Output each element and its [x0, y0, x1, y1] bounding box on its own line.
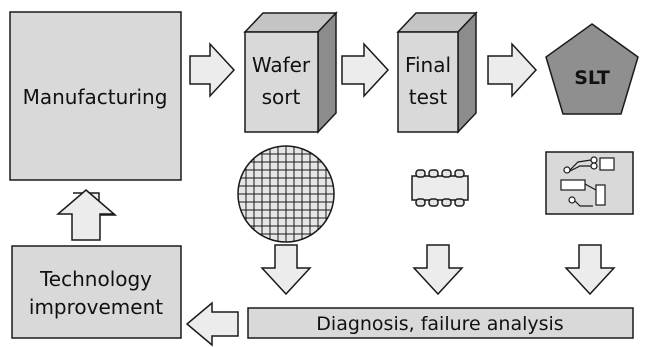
- arrow-up-technology: [55, 189, 117, 241]
- circuit-board-icon: [545, 151, 634, 215]
- arrow-to-technology: [185, 301, 239, 347]
- arrow-slt-to-diagnosis: [564, 244, 616, 296]
- wafer-sort-node: Wafer sort: [243, 11, 338, 134]
- final-test-node: Final test: [396, 11, 478, 134]
- wafer-sort-label-line2: sort: [262, 85, 301, 109]
- technology-label-line1: Technology: [39, 267, 152, 291]
- arrow-to-slt: [487, 42, 538, 98]
- wafer-sort-label-line1: Wafer: [252, 53, 311, 77]
- diagnosis-label: Diagnosis, failure analysis: [316, 313, 563, 335]
- slt-node: SLT: [545, 23, 639, 115]
- technology-label-line2: improvement: [29, 295, 163, 319]
- slt-label: SLT: [574, 67, 610, 89]
- final-test-label-line2: test: [409, 85, 448, 109]
- final-test-label-line1: Final: [405, 53, 451, 77]
- arrow-wafer-to-diagnosis: [260, 244, 312, 296]
- arrow-to-final-test: [341, 42, 390, 98]
- manufacturing-node: Manufacturing: [9, 11, 182, 181]
- arrow-final-to-diagnosis: [412, 244, 464, 296]
- chip-package-icon: [411, 169, 469, 207]
- wafer-icon: [237, 145, 335, 243]
- manufacturing-label: Manufacturing: [23, 85, 168, 109]
- arrow-to-wafer-sort: [189, 42, 236, 98]
- technology-improvement-node: Technology improvement: [11, 245, 182, 339]
- diagnosis-node: Diagnosis, failure analysis: [247, 307, 634, 339]
